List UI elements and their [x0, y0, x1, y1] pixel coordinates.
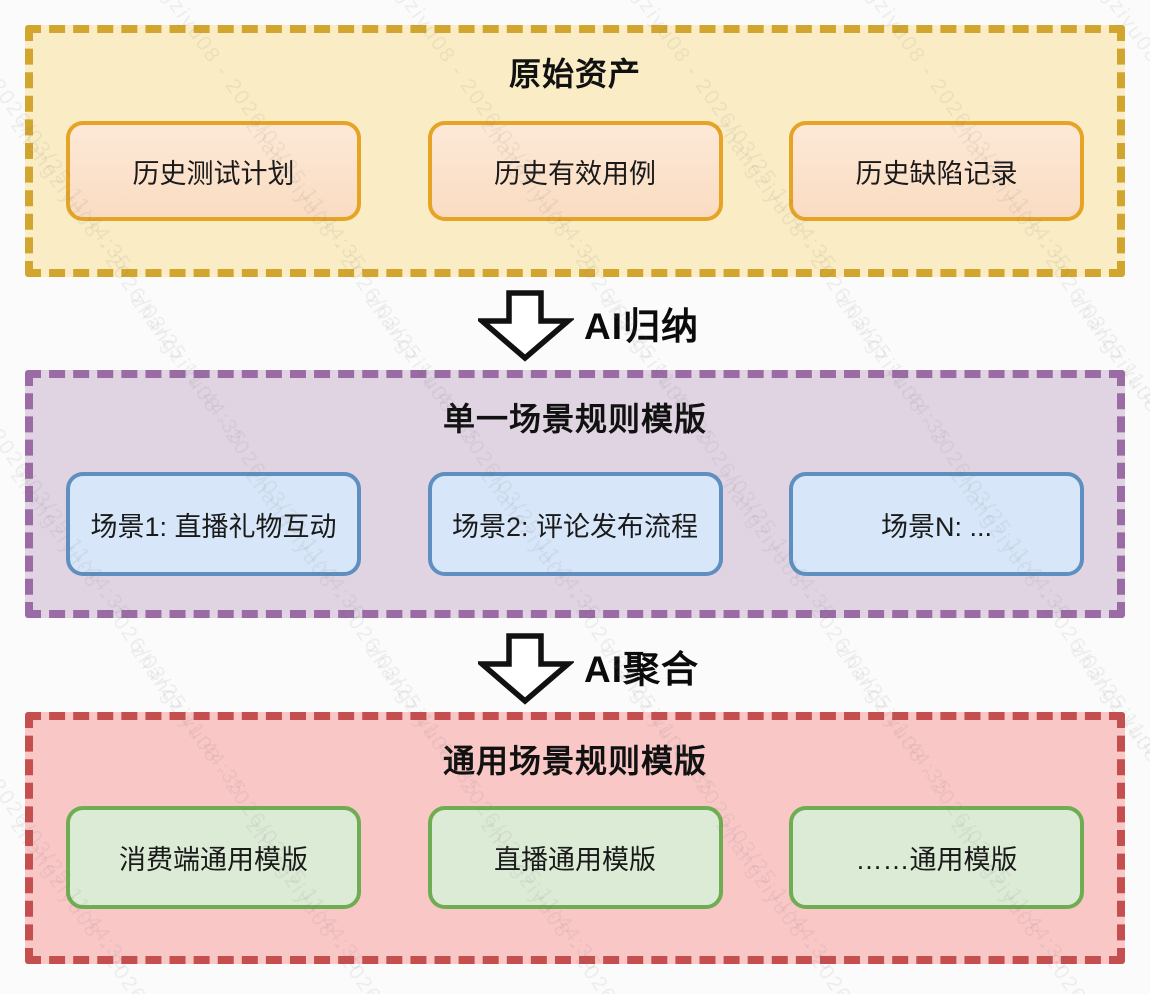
node-scenario-1-live-gift: 场景1: 直播礼物互动 — [66, 472, 361, 576]
watermark-text: zhangziyu08 - 2026/03/25 11:44:35 — [0, 990, 136, 994]
section-raw-assets: 原始资产 历史测试计划 历史有效用例 历史缺陷记录 — [25, 25, 1125, 277]
down-block-arrow-icon — [478, 290, 574, 362]
watermark-text: zhangziyu08 - 2026/03/25 11:44:35 — [595, 990, 841, 994]
node-history-test-plans: 历史测试计划 — [66, 121, 361, 221]
node-history-valid-cases: 历史有效用例 — [427, 121, 723, 221]
section-raw-assets-title: 原始资产 — [508, 56, 641, 92]
section-general-templates-title: 通用场景规则模版 — [442, 743, 707, 779]
section-single-scenario-title: 单一场景规则模版 — [442, 401, 707, 437]
section-single-scenario-templates: 单一场景规则模版 场景1: 直播礼物互动 场景2: 评论发布流程 场景N: ..… — [25, 370, 1125, 618]
section-raw-assets-box-row: 历史测试计划 历史有效用例 历史缺陷记录 — [33, 121, 1117, 221]
section-general-templates-box-row: 消费端通用模版 直播通用模版 ……通用模版 — [33, 806, 1117, 909]
watermark-text: zhangziyu08 - 2026/03/25 11:44:35 — [125, 990, 371, 994]
node-consumer-general-template: 消费端通用模版 — [66, 806, 361, 909]
arrow-ai-aggregation-label: AI聚合 — [584, 649, 699, 690]
node-other-general-template: ……通用模版 — [789, 806, 1084, 909]
watermark-text: zhangziyu08 - 2026/03/25 11:44:35 — [360, 990, 606, 994]
section-single-scenario-box-row: 场景1: 直播礼物互动 场景2: 评论发布流程 场景N: ... — [33, 472, 1117, 576]
node-live-general-template: 直播通用模版 — [427, 806, 723, 909]
down-block-arrow-icon — [478, 633, 574, 705]
section-general-templates: 通用场景规则模版 消费端通用模版 直播通用模版 ……通用模版 — [25, 712, 1125, 964]
arrow-ai-induction-label: AI归纳 — [584, 306, 699, 347]
node-scenario-2-comment-flow: 场景2: 评论发布流程 — [427, 472, 723, 576]
arrow-ai-induction: AI归纳 — [478, 290, 699, 362]
node-scenario-n: 场景N: ... — [789, 472, 1084, 576]
watermark-text: zhangziyu08 - 2026/03/25 11:44:35 — [830, 990, 1076, 994]
node-history-defect-records: 历史缺陷记录 — [789, 121, 1084, 221]
arrow-ai-aggregation: AI聚合 — [478, 633, 699, 705]
watermark-text: zhangziyu08 - 2026/03/25 11:44:35 — [1065, 990, 1150, 994]
